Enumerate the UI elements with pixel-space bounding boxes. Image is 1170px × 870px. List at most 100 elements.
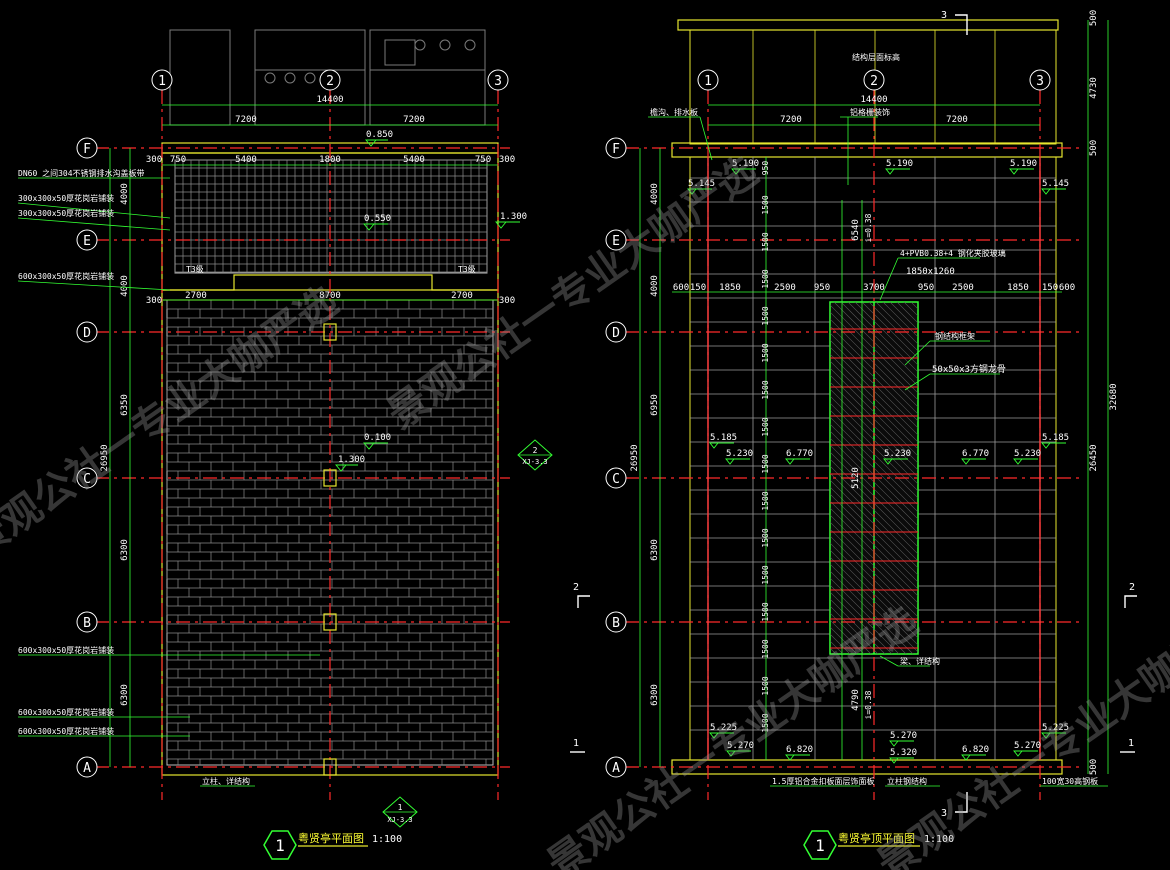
- left-title-scale: 1:100: [372, 834, 402, 845]
- left-label-5: 600x300x50厚花岗岩铺装: [18, 707, 114, 717]
- right-elev-marker-15: [889, 740, 914, 747]
- right-dim-v-1: 4000: [650, 275, 660, 297]
- left-elev-1: 0.550: [364, 214, 391, 224]
- right-label-gutter-left: 檐沟、排水板: [650, 107, 698, 117]
- right-axis-col-1: 1: [704, 74, 712, 89]
- left-label-1: 300x300x50厚花岗岩铺装: [18, 193, 114, 203]
- right-dim-inner-a: 6540: [851, 219, 861, 241]
- left-axis-row-e: E: [83, 234, 91, 249]
- right-dim-inner-v-5: 1500: [761, 343, 770, 362]
- right-roof-plan: 结构层面标高: [570, 10, 1137, 860]
- right-dim-mid-3: 2500: [774, 283, 796, 293]
- left-material-leaders: [17, 177, 320, 737]
- roof-vertical-grid: [752, 157, 996, 760]
- left-label-3: 600x300x50厚花岗岩铺装: [18, 271, 114, 281]
- right-dim-inner-v-0: 950: [761, 161, 770, 176]
- right-elev-15: 5.270: [890, 731, 917, 741]
- right-axis-row-b: B: [612, 616, 620, 631]
- right-elev-marker-7: [785, 458, 810, 465]
- left-axis-row-b: B: [83, 616, 91, 631]
- right-elev-marker-8: [883, 458, 908, 465]
- left-dim-v-3: 6300: [120, 539, 130, 561]
- right-cut-mark-3-top: 3: [941, 10, 947, 21]
- right-axis-row-c: C: [612, 472, 620, 487]
- granite-grid-area: [174, 159, 488, 274]
- right-label-glass: 4+PVB0.38+4 钢化夹胶玻璃: [900, 248, 1006, 258]
- right-elev-4: 5.145: [1042, 179, 1069, 189]
- left-floor-plan: 1 2 3 F E D C B A 14400 7200 7200 300 75…: [17, 29, 553, 860]
- left-dimension-lines: [109, 104, 498, 767]
- left-step-label-a: T3级: [186, 264, 204, 274]
- left-section-mark-sheet: XJ-3.3: [387, 816, 412, 824]
- left-dim-r1-3: 1800: [319, 155, 341, 165]
- right-elev-marker-11: [1041, 442, 1066, 449]
- left-step-label-b: T3级: [458, 264, 476, 274]
- right-dimension-lines: [639, 20, 1109, 774]
- right-dim-inner-v-14: 1500: [761, 676, 770, 695]
- left-axis-bubbles: [76, 69, 509, 778]
- right-elev-18: 5.270: [1014, 741, 1041, 751]
- right-title-badge: [803, 830, 837, 860]
- right-elev-5: 5.185: [710, 433, 737, 443]
- right-elev-0: 5.190: [732, 159, 759, 169]
- left-elev-3: 0.100: [364, 433, 391, 443]
- right-label-gutter-mid: 铝格栅装饰: [850, 107, 890, 117]
- right-dim-r-1: 4730: [1089, 77, 1099, 99]
- right-label-bottom-left: 1.5厚铝合金扣板面层饰面板: [772, 776, 874, 786]
- left-elev-2: 1.300: [500, 212, 527, 222]
- left-axis-col-1: 1: [158, 74, 166, 89]
- right-axis-row-e: E: [612, 234, 620, 249]
- right-elev-marker-0: [731, 168, 756, 175]
- left-section-mark-side: [517, 439, 553, 471]
- right-cut-mark-2-left: 2: [573, 582, 579, 593]
- right-dim-inner-v-12: 1500: [761, 602, 770, 621]
- left-dim-r1-5: 750: [475, 155, 491, 165]
- left-dim-v-total: 26950: [100, 444, 110, 471]
- right-elev-marker-2: [1009, 168, 1034, 175]
- right-dim-mid-1: 150: [690, 283, 706, 293]
- right-label-bottom-mid: 立柱钢结构: [887, 776, 927, 786]
- left-axis-row-d: D: [83, 326, 91, 341]
- right-axis-col-3: 3: [1036, 74, 1044, 89]
- right-dim-mid-7: 2500: [952, 283, 974, 293]
- right-axis-bubbles: [605, 69, 1051, 778]
- right-label-beam: 梁、详结构: [900, 656, 940, 666]
- right-elev-marker-6: [725, 458, 750, 465]
- right-elev-marker-5: [709, 442, 734, 449]
- right-elev-marker-4: [1041, 188, 1066, 195]
- left-axis-lines: [95, 90, 510, 800]
- right-dim-inner-v-2: 1500: [761, 232, 770, 251]
- right-slope-b: i=0.38: [864, 690, 873, 719]
- right-axis-col-2: 2: [870, 74, 878, 89]
- right-elev-13: 5.270: [727, 741, 754, 751]
- left-dim-r1-1: 750: [170, 155, 186, 165]
- left-dim-r2-4: 300: [499, 296, 515, 306]
- left-dim-v-4: 6300: [120, 684, 130, 706]
- right-dim-mid-8: 1850: [1007, 283, 1029, 293]
- left-dim-r2-3: 2700: [451, 291, 473, 301]
- right-dim-mid-10: 600: [1059, 283, 1075, 293]
- right-elev-10: 5.230: [1014, 449, 1041, 459]
- right-dim-inner-v-7: 1500: [761, 417, 770, 436]
- right-label-tube: 50x50x3方钢龙骨: [932, 363, 1006, 375]
- right-elev-marker-9: [961, 458, 986, 465]
- left-title: 粤贤亭平面图: [298, 831, 364, 845]
- right-elev-marker-18: [1013, 750, 1038, 757]
- right-section-cuts: [570, 14, 1137, 813]
- right-dim-inner-v-11: 1500: [761, 565, 770, 584]
- right-column-beams: [707, 157, 1041, 760]
- right-elev-marker-12: [709, 732, 734, 739]
- right-dim-inner-v-13: 1500: [761, 639, 770, 658]
- right-dim-inner-v-3: 1500: [761, 269, 770, 288]
- left-section-mark-num: 1: [398, 803, 403, 812]
- right-label-frame: 钢结构框架: [935, 331, 975, 341]
- right-dim-mid-4: 950: [814, 283, 830, 293]
- right-elev-7: 6.770: [786, 449, 813, 459]
- left-dim-v-0: 4000: [120, 183, 130, 205]
- right-elev-2: 5.190: [1010, 159, 1037, 169]
- right-elev-17: 6.820: [962, 745, 989, 755]
- right-label-leaders: [648, 116, 1108, 787]
- right-elev-19: 5.225: [1042, 723, 1069, 733]
- right-dim-v-2: 6950: [650, 394, 660, 416]
